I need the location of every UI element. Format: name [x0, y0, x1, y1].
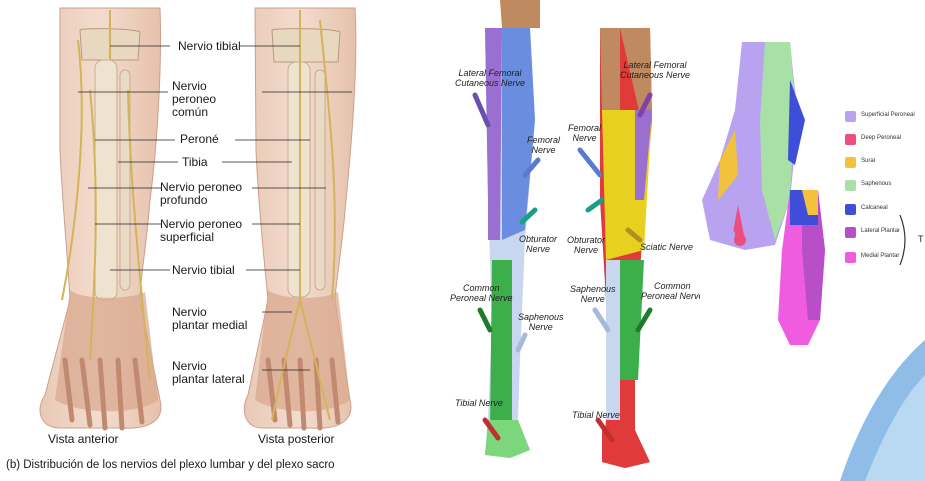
posterior-leg: [244, 8, 356, 428]
label-lateral-femoral-anterior: Lateral Femoral Cutaneous Nerve: [455, 68, 525, 88]
label-nervio-peroneo-profundo: Nervio peroneo profundo: [160, 181, 242, 207]
legend-swatch: [845, 157, 856, 168]
legend-swatch: [845, 180, 856, 191]
label-perone: Peroné: [180, 133, 219, 146]
legend-label: Lateral Plantar: [861, 228, 900, 234]
legend-label: Sural: [861, 158, 875, 164]
label-saphenous-anterior: Saphenous Nerve: [518, 312, 564, 332]
label-vista-anterior: Vista anterior: [48, 432, 118, 446]
legend-label: Saphenous: [861, 181, 891, 187]
label-femoral-anterior: Femoral Nerve: [527, 135, 560, 155]
label-nervio-plantar-lateral: Nervio plantar lateral: [172, 360, 245, 386]
label-vista-posterior: Vista posterior: [258, 432, 334, 446]
anterior-leg: [40, 8, 161, 428]
legend-swatch: [845, 111, 856, 122]
label-nervio-tibial-bottom: Nervio tibial: [172, 264, 235, 277]
label-tibial-posterior: Tibial Nerve: [572, 410, 620, 420]
legend-label: Calcaneal: [861, 205, 888, 211]
label-sciatic-posterior: Sciatic Nerve: [640, 242, 693, 252]
legend-swatch: [845, 204, 856, 215]
legend-label: Medial Plantar: [861, 253, 899, 259]
label-nervio-peroneo-superficial: Nervio peroneo superficial: [160, 218, 242, 244]
legend-label: Superficial Peroneal: [861, 112, 915, 118]
legend-swatch: [845, 252, 856, 263]
legend-label: Deep Peroneal: [861, 135, 901, 141]
foot-dermatome-diagram: [690, 0, 925, 481]
label-femoral-posterior: Femoral Nerve: [568, 123, 601, 143]
label-obturator-anterior: Obturator Nerve: [519, 234, 557, 254]
figure-caption: (b) Distribución de los nervios del plex…: [6, 459, 335, 471]
legend-swatch: [845, 134, 856, 145]
label-tibia: Tibia: [182, 156, 208, 169]
label-saphenous-posterior: Saphenous Nerve: [570, 284, 616, 304]
label-lateral-femoral-posterior: Lateral Femoral Cutaneous Nerve: [620, 60, 690, 80]
bracket-letter: T: [918, 234, 924, 244]
label-obturator-posterior: Obturator Nerve: [567, 235, 605, 255]
label-common-peroneal-anterior: Common Peroneal Nerve: [450, 283, 513, 303]
anatomical-figure-lumbosacral: Nervio tibial Nervio peroneo común Peron…: [0, 0, 420, 481]
label-nervio-tibial-top: Nervio tibial: [178, 40, 241, 53]
label-nervio-peroneo-comun: Nervio peroneo común: [172, 80, 216, 119]
label-tibial-anterior: Tibial Nerve: [455, 398, 503, 408]
label-nervio-plantar-medial: Nervio plantar medial: [172, 306, 247, 332]
legend-swatch: [845, 227, 856, 238]
